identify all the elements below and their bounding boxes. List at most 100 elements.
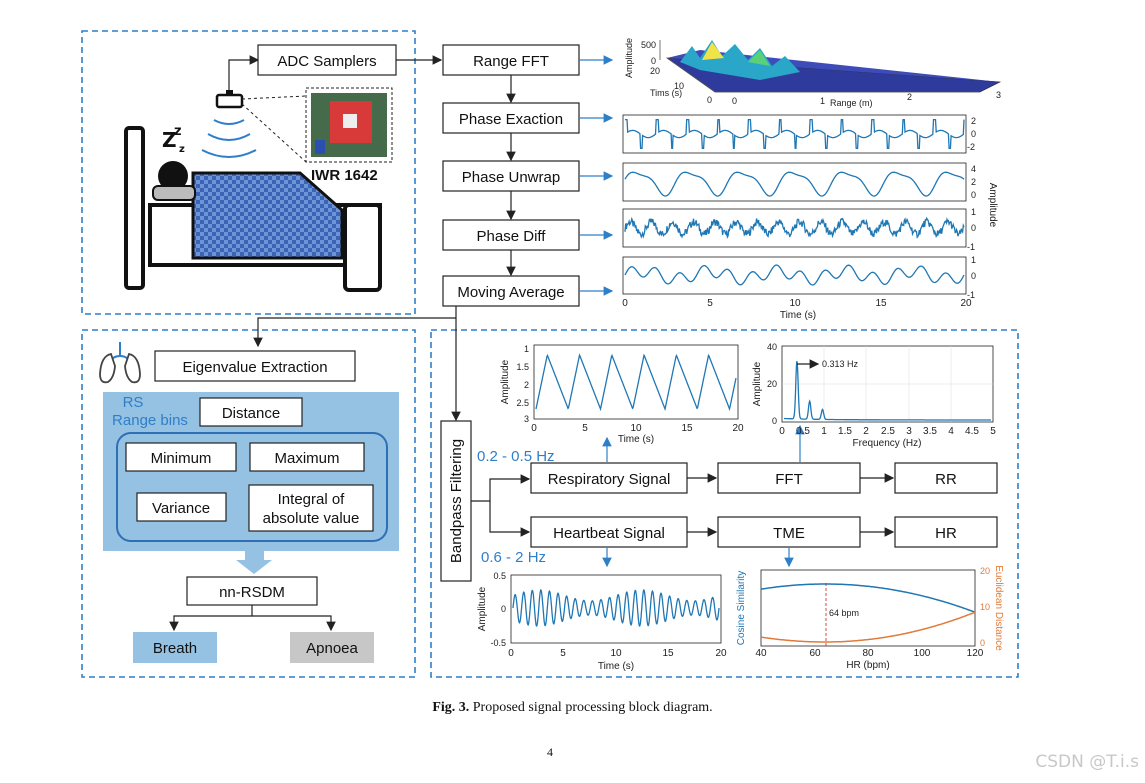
resp-xtick: 5 — [582, 423, 588, 434]
fft-label: FFT — [775, 471, 803, 488]
resp-ytick: 2 — [524, 380, 529, 390]
minimum-label: Minimum — [151, 450, 212, 467]
page-number: 4 — [547, 745, 553, 759]
peak-annotation: 0.313 Hz — [822, 359, 859, 369]
respiratory-trace — [535, 353, 737, 412]
resp-ytick: 1.5 — [516, 362, 529, 372]
range-fft-3d-plot: Amplitude 500 0 20 10 0 Tims (s) 0 1 2 3… — [624, 38, 1002, 108]
variance-box — [136, 492, 227, 522]
row-tick: -1 — [967, 290, 975, 300]
moving-average-label: Moving Average — [457, 284, 564, 301]
apnoea-box — [290, 632, 374, 663]
nn-rsdm-box — [186, 576, 318, 606]
heart-xtick: 10 — [610, 648, 622, 659]
phase-diff-box — [442, 219, 580, 251]
tme-xtick: 120 — [967, 648, 984, 659]
vital-sign-region — [430, 329, 1019, 678]
fft3d-ylabel: Tims (s) — [650, 88, 682, 98]
arrow-to-adc — [228, 55, 260, 90]
tme-rtick: 0 — [980, 638, 985, 648]
fft3d-ztick: 500 — [641, 40, 656, 50]
range-bins-label: Range bins — [112, 412, 188, 429]
spec-ylabel: Amplitude — [752, 361, 763, 406]
tme-label: TME — [773, 525, 805, 542]
phase-diff-label: Phase Diff — [477, 228, 547, 245]
resp-xtick: 20 — [732, 423, 744, 434]
row-tick: 1 — [971, 255, 976, 265]
stack-xtick: 10 — [789, 298, 801, 309]
phase-diff-trace — [624, 216, 965, 240]
phase-unwrap-label: Phase Unwrap — [462, 169, 560, 186]
heart-ylabel: Amplitude — [477, 586, 488, 631]
arrow-to-heart — [489, 501, 531, 537]
phase-unwrap-box — [442, 160, 580, 192]
spec-xlabel: Frequency (Hz) — [853, 438, 922, 449]
tme-box — [717, 516, 861, 548]
spec-xtick: 4 — [948, 426, 954, 437]
sensing-region — [81, 30, 416, 315]
heart-xlabel: Time (s) — [598, 661, 634, 672]
fft3d-ztick: 0 — [651, 56, 656, 66]
heart-xtick: 20 — [715, 648, 727, 659]
hr-box — [894, 516, 998, 548]
fft-box — [717, 462, 861, 494]
block-diagram: Z z z IWR 1642 ADC Samplers Range FFT Ph… — [81, 30, 1019, 678]
sleep-z-medium: z — [174, 124, 182, 139]
row-tick: -2 — [967, 142, 975, 152]
radar-sensor-icon — [201, 90, 257, 158]
hr-label: HR — [935, 525, 957, 542]
spec-ytick: 40 — [767, 342, 777, 352]
tme-rtick: 10 — [980, 602, 990, 612]
spec-xtick: 3.5 — [923, 426, 937, 437]
fft3d-ytick: 10 — [674, 81, 684, 91]
stack-xtick: 5 — [707, 298, 713, 309]
down-arrow-icon — [236, 551, 272, 574]
range-fft-box — [442, 44, 580, 76]
stack-ylabel: Amplitude — [987, 183, 998, 228]
heart-xtick: 5 — [560, 648, 566, 659]
row-tick: 4 — [971, 164, 976, 174]
distance-label: Distance — [222, 405, 280, 422]
heartbeat-trace — [512, 589, 720, 627]
phase-unwrap-trace — [624, 171, 965, 197]
row-tick: 0 — [971, 190, 976, 200]
resp-band-label: 0.2 - 0.5 Hz — [477, 448, 555, 465]
respiratory-waveform-plot: 1 1.5 2 2.5 3 Amplitude 0 5 10 15 20 Tim… — [500, 344, 744, 445]
resp-ytick: 2.5 — [516, 398, 529, 408]
eigenvalue-extraction-box — [154, 350, 356, 382]
breath-box — [133, 632, 217, 663]
spec-xtick: 0.5 — [796, 426, 810, 437]
row-tick: -1 — [967, 242, 975, 252]
spectrum-trace — [784, 361, 991, 421]
moving-average-trace — [624, 264, 965, 286]
sleep-z-large: Z — [162, 128, 177, 152]
radar-board-photo — [305, 87, 393, 163]
fft3d-xtick: 3 — [996, 90, 1001, 100]
spec-xtick: 0 — [779, 426, 785, 437]
eigenvalue-extraction-label: Eigenvalue Extraction — [182, 359, 327, 376]
range-fft-label: Range FFT — [473, 53, 549, 70]
tme-annotation: 64 bpm — [829, 608, 859, 618]
integral-box — [248, 484, 374, 532]
tme-xtick: 60 — [809, 648, 821, 659]
bed-illustration: Z z z — [124, 124, 382, 292]
fft3d-xlabel: Range (m) — [830, 98, 873, 108]
minimum-box — [125, 442, 237, 472]
heart-ytick: -0.5 — [490, 638, 506, 648]
signal-panel — [622, 162, 967, 202]
tme-xlabel: HR (bpm) — [846, 660, 889, 671]
tme-left-label: Cosine Similarity — [736, 571, 747, 645]
row-tick: 2 — [971, 116, 976, 126]
heart-ytick: 0.5 — [493, 571, 506, 581]
heartbeat-signal-label: Heartbeat Signal — [553, 525, 665, 542]
arrow-to-eigen — [253, 317, 456, 348]
tme-rtick: 20 — [980, 566, 990, 576]
spectrum-plot: 0.313 Hz 40 20 0 Amplitude 0 0.5 1 1.5 2… — [752, 342, 996, 449]
heartbeat-signal-box — [530, 516, 688, 548]
row-tick: 2 — [971, 177, 976, 187]
bandpass-filtering-label: Bandpass Filtering — [448, 439, 465, 563]
stack-xtick: 20 — [960, 298, 972, 309]
heartbeat-waveform-plot: 0.5 0 -0.5 Amplitude 0 5 10 15 20 Time (… — [477, 571, 727, 672]
resp-xtick: 0 — [531, 423, 537, 434]
sensor-link-line — [241, 103, 307, 163]
